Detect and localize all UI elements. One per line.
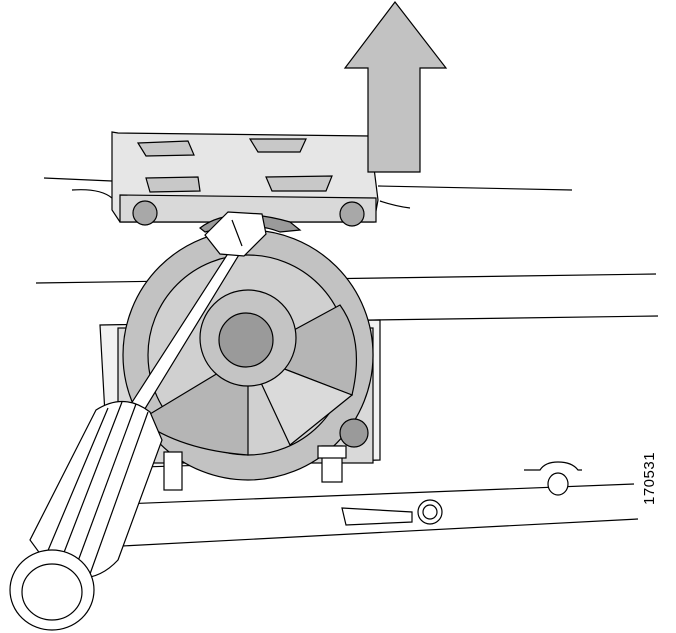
cover-plate-icon	[111, 131, 379, 233]
figure-id-label: 170531	[641, 451, 658, 505]
latch-features	[341, 461, 582, 526]
screwdriver-icon	[9, 211, 267, 631]
up-arrow-icon	[343, 1, 448, 173]
